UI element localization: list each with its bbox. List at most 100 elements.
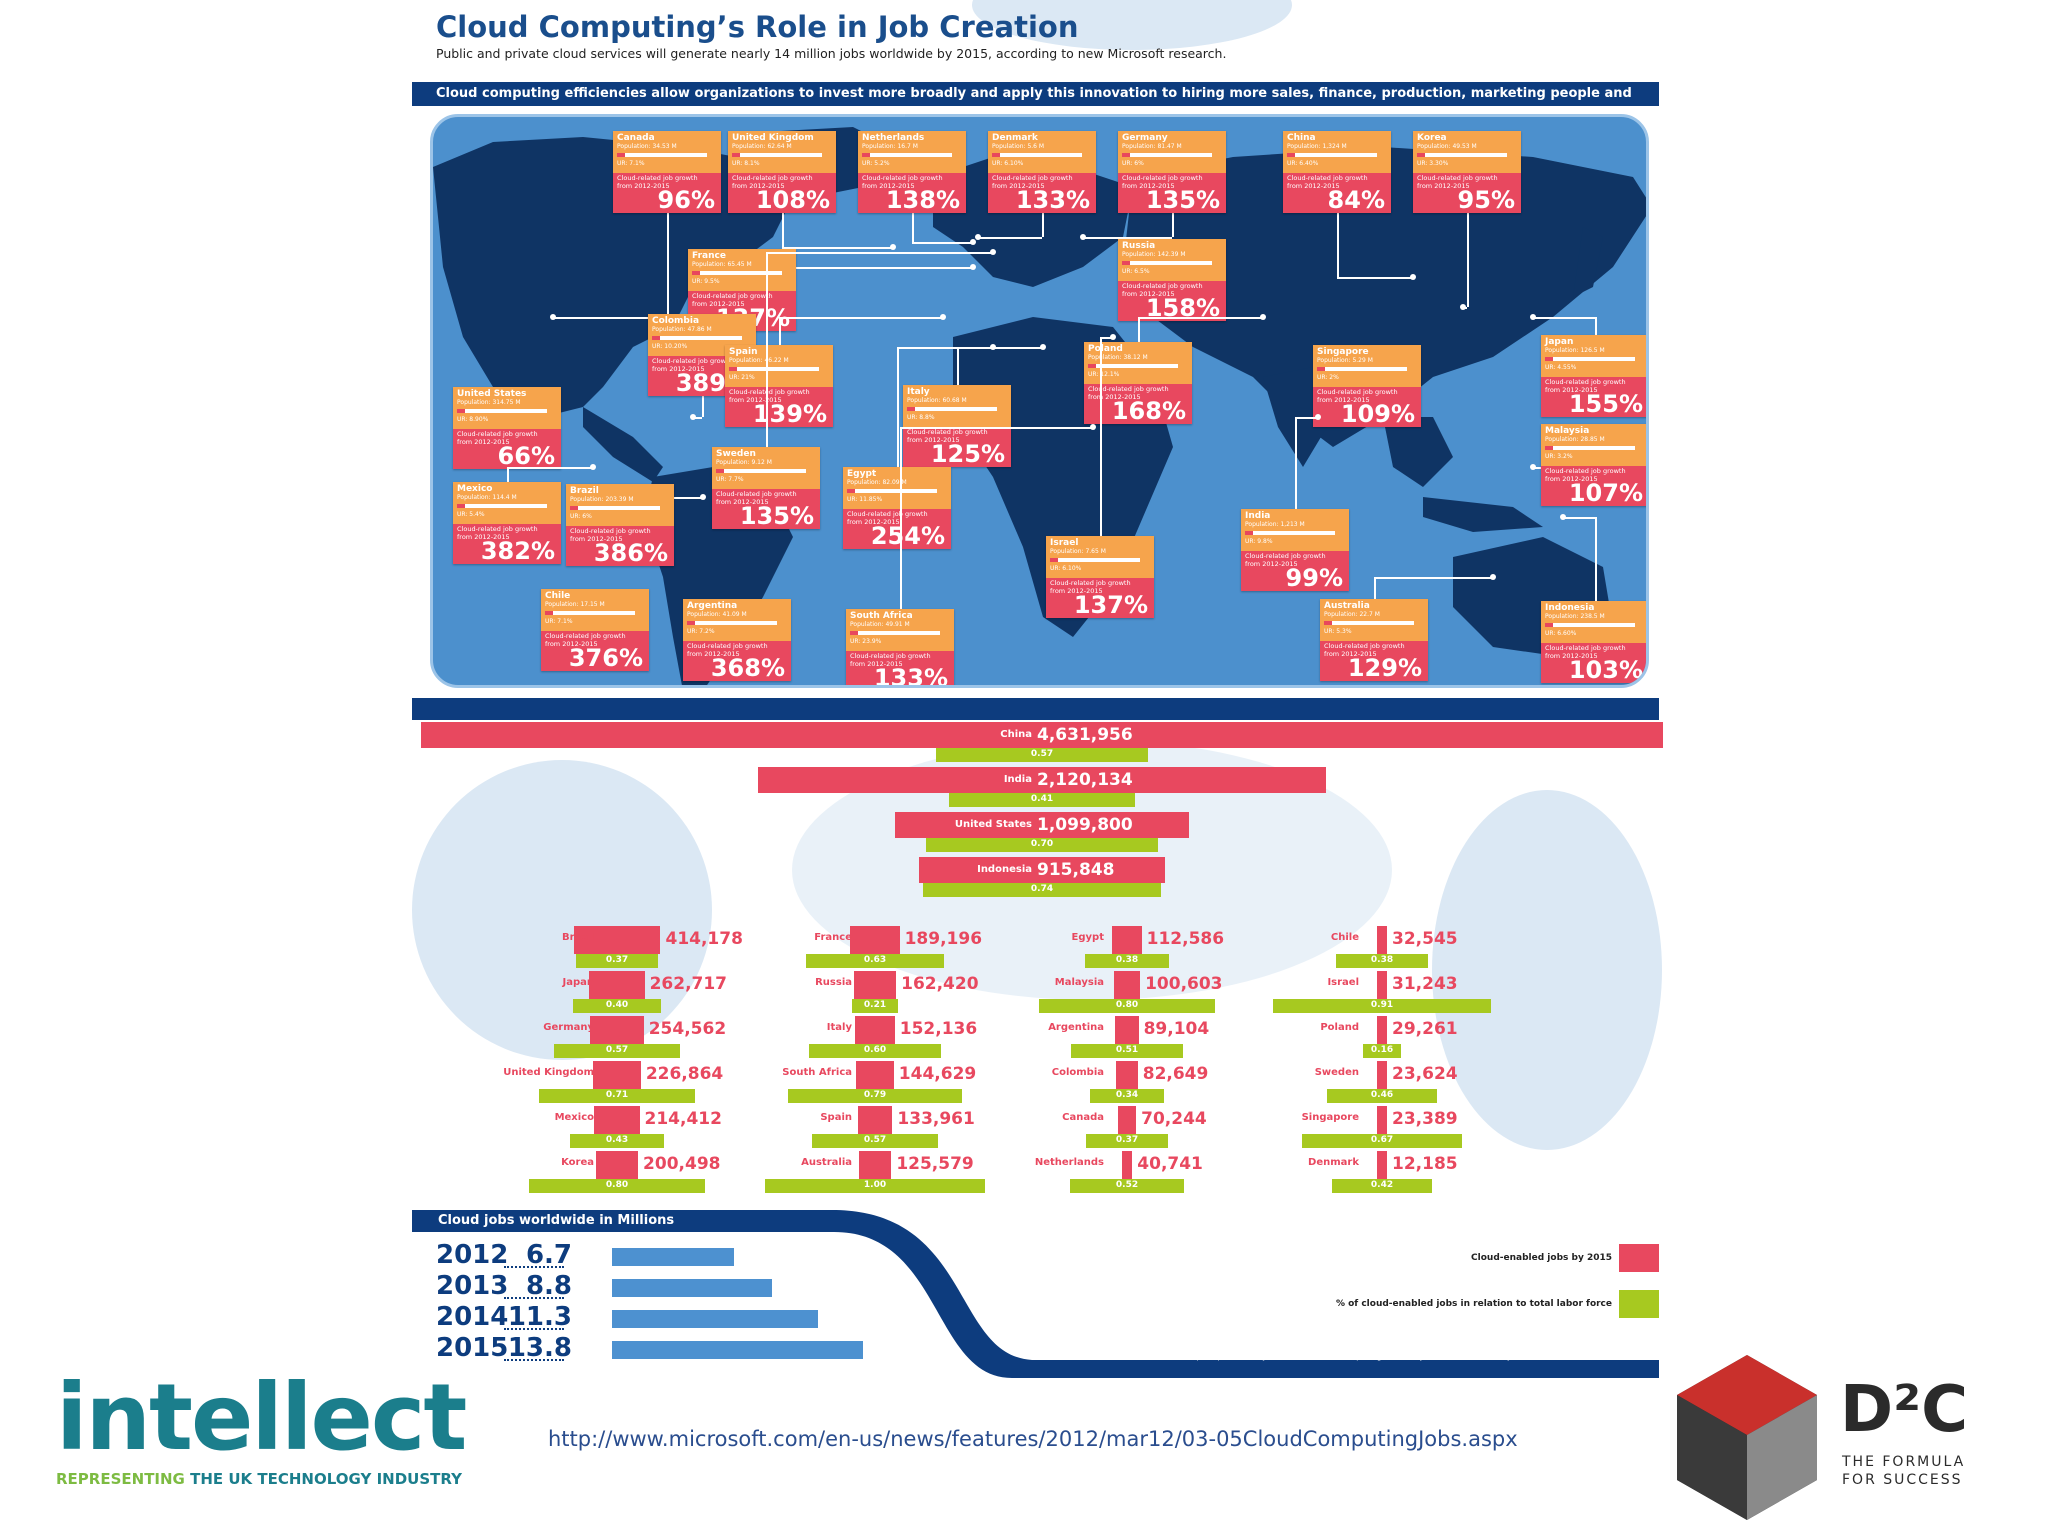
jobs-value: 414,178 [665, 929, 743, 949]
map-location-dot [1110, 334, 1116, 340]
labor-share-bar [805, 954, 945, 968]
unemployment-bar [850, 631, 940, 635]
jobs-value: 1,099,800 [1037, 815, 1133, 835]
country-name: Canada [617, 133, 655, 143]
country-population: Population: 1,213 M [1245, 521, 1305, 528]
jobs-value: 152,136 [899, 1019, 978, 1039]
country-population: Population: 60.68 M [907, 397, 967, 404]
country-label: Malaysia [1054, 977, 1104, 988]
country-name: United States [457, 389, 527, 399]
section-divider [412, 698, 1659, 720]
map-location-dot [975, 234, 981, 240]
labor-share-value: 0.42 [1370, 1180, 1394, 1190]
unemployment-bar [570, 506, 660, 510]
labor-share-value: 0.67 [1370, 1135, 1394, 1145]
map-leader-line [507, 467, 593, 469]
unemployment-rate: UR: 7.1% [617, 160, 645, 167]
unemployment-bar [1088, 364, 1178, 368]
unemployment-bar-fill [1245, 531, 1253, 535]
map-leader-line [1533, 317, 1595, 319]
growth-percent: 96% [657, 186, 715, 214]
dotted-leader [504, 1297, 564, 1299]
jobs-value: 200,498 [643, 1154, 721, 1174]
growth-percent: 129% [1347, 654, 1422, 682]
map-location-dot [590, 464, 596, 470]
country-name: Chile [545, 591, 571, 601]
map-location-dot [890, 244, 896, 250]
legend-jobs-label: Cloud-enabled jobs by 2015 [1471, 1253, 1612, 1263]
source-url-link[interactable]: http://www.microsoft.com/en-us/news/feat… [548, 1427, 1518, 1451]
growth-percent: 133% [1015, 186, 1090, 214]
unemployment-rate: UR: 8.1% [732, 160, 760, 167]
country-name: Singapore [1317, 347, 1369, 357]
unemployment-bar-fill [617, 153, 625, 157]
labor-share-value: 0.16 [1370, 1045, 1394, 1055]
intellect-tagline-part1: REPRESENTING [56, 1470, 185, 1488]
d2c-cube-icon [1677, 1355, 1817, 1520]
country-name: Colombia [652, 316, 700, 326]
country-name: Brazil [570, 486, 599, 496]
labor-share-value: 0.79 [863, 1090, 887, 1100]
unemployment-rate: UR: 6.10% [1050, 565, 1082, 572]
unemployment-rate: UR: 8.90% [457, 416, 489, 423]
labor-share-value: 0.52 [1115, 1180, 1139, 1190]
map-location-dot [970, 239, 976, 245]
growth-percent: 368% [710, 654, 785, 682]
page-title: Cloud Computing’s Role in Job Creation [436, 10, 1079, 44]
southeast-asia-shape [1383, 417, 1453, 487]
country-name: Spain [729, 347, 758, 357]
growth-label: Cloud-related job growth from 2012-2015 [850, 652, 931, 668]
jobs-bar [1377, 1151, 1387, 1179]
country-population: Population: 22.7 M [1324, 611, 1380, 618]
country-label: Canada [1062, 1112, 1104, 1123]
country-population: Population: 62.64 M [732, 143, 792, 150]
labor-share-bar [573, 999, 661, 1013]
unemployment-bar-fill [907, 407, 915, 411]
labor-share-value: 0.21 [863, 1000, 887, 1010]
country-label: Australia [801, 1157, 852, 1168]
labor-share-value: 1.00 [863, 1180, 887, 1190]
unemployment-rate: UR: 7.2% [687, 628, 715, 635]
unemployment-rate: UR: 6.5% [1122, 268, 1150, 275]
country-population: Population: 28.85 M [1545, 436, 1605, 443]
growth-label: Cloud-related job growth from 2012-2015 [457, 525, 538, 541]
country-name: Indonesia [1545, 603, 1595, 613]
jobs-bar [1377, 1106, 1387, 1134]
jobs-value: 162,420 [901, 974, 979, 994]
unemployment-bar-fill [545, 611, 553, 615]
unemployment-rate: UR: 6.10% [992, 160, 1024, 167]
map-location-dot [1090, 424, 1096, 430]
labor-share-bar [1301, 1134, 1463, 1148]
unemployment-bar-fill [1545, 446, 1553, 450]
growth-label: Cloud-related job growth from 2012-2015 [1324, 642, 1405, 658]
labor-share-value: 0.38 [1370, 955, 1394, 965]
growth-label: Cloud-related job growth from 2012-2015 [862, 174, 943, 190]
growth-label: Cloud-related job growth from 2012-2015 [992, 174, 1073, 190]
unemployment-bar [545, 611, 635, 615]
unemployment-bar [692, 271, 782, 275]
